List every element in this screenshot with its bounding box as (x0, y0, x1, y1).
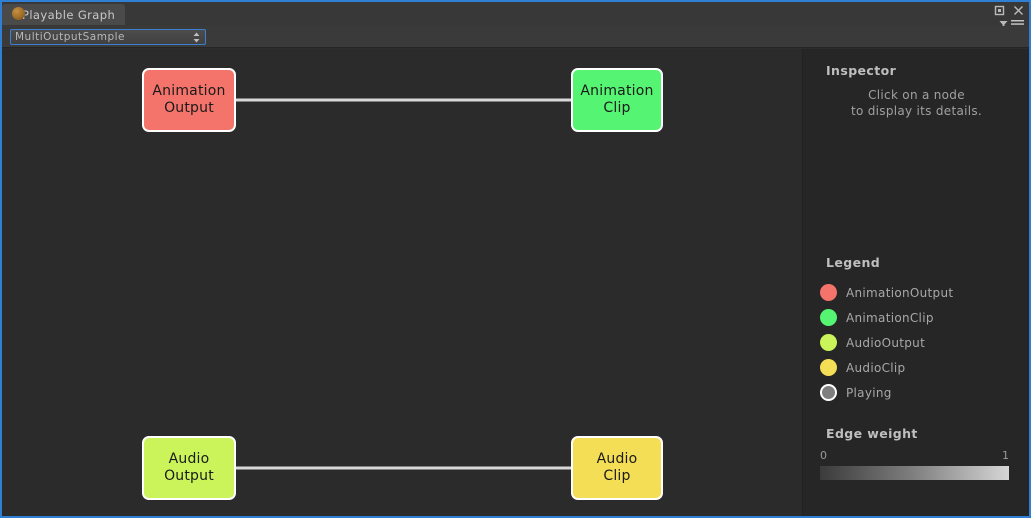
window-titlebar: Playable Graph (2, 2, 1029, 29)
close-glyph (1014, 6, 1023, 15)
inspector-panel: Inspector Click on a node to display its… (803, 63, 1029, 119)
graph-node-label: Animation Output (152, 83, 226, 116)
legend-item: AudioOutput (803, 330, 1029, 355)
unity-playable-icon (12, 7, 25, 20)
edge-weight-title: Edge weight (826, 426, 918, 441)
edge-weight-max-label: 1 (1002, 449, 1009, 462)
inspector-empty-hint: Click on a node to display its details. (850, 88, 983, 118)
close-icon[interactable] (1013, 5, 1024, 16)
graph-node-animation-output[interactable]: Animation Output (142, 68, 236, 132)
legend-item-label: AudioOutput (846, 335, 926, 350)
tab-label: Playable Graph (22, 7, 116, 22)
legend-color-swatch-icon (820, 309, 837, 326)
edge-weight-panel: Edge weight 0 1 (803, 426, 1029, 480)
legend-item-label: AnimationClip (846, 310, 934, 325)
legend-color-swatch-icon (820, 384, 837, 401)
maximize-icon[interactable] (994, 5, 1005, 16)
edge-weight-scale: 0 1 (820, 449, 1009, 463)
graph-node-label: Animation Clip (580, 83, 654, 116)
graph-node-animation-clip[interactable]: Animation Clip (571, 68, 663, 132)
legend-color-swatch-icon (820, 334, 837, 351)
edge-weight-gradient-bar (820, 466, 1009, 480)
inspector-title: Inspector (826, 63, 897, 78)
graph-edges-layer (236, 98, 571, 470)
legend-title: Legend (826, 255, 881, 270)
legend-item-label: Playing (846, 385, 892, 400)
legend-item: AnimationClip (803, 305, 1029, 330)
legend-item: AudioClip (803, 355, 1029, 380)
legend-color-swatch-icon (820, 284, 837, 301)
window-controls (994, 5, 1024, 16)
legend-color-swatch-icon (820, 359, 837, 376)
graph-toolbar: MultiOutputSample (2, 26, 1029, 48)
legend-item: AnimationOutput (803, 280, 1029, 305)
chevron-updown-icon (193, 32, 200, 42)
legend-item-label: AudioClip (846, 360, 906, 375)
sidebar: Inspector Click on a node to display its… (802, 49, 1029, 516)
graph-node-audio-clip[interactable]: Audio Clip (571, 436, 663, 500)
filter-icon[interactable] (999, 20, 1008, 29)
graph-node-audio-output[interactable]: Audio Output (142, 436, 236, 500)
graph-selector-dropdown[interactable]: MultiOutputSample (10, 29, 206, 45)
graph-selector-value: MultiOutputSample (15, 31, 126, 43)
graph-node-label: Audio Clip (596, 451, 638, 484)
edge-weight-min-label: 0 (820, 449, 827, 462)
tab-playable-graph[interactable]: Playable Graph (2, 4, 126, 25)
legend-item-label: AnimationOutput (846, 285, 954, 300)
legend-item: Playing (803, 380, 1029, 405)
maximize-glyph (994, 5, 1005, 16)
graph-node-label: Audio Output (164, 451, 214, 484)
